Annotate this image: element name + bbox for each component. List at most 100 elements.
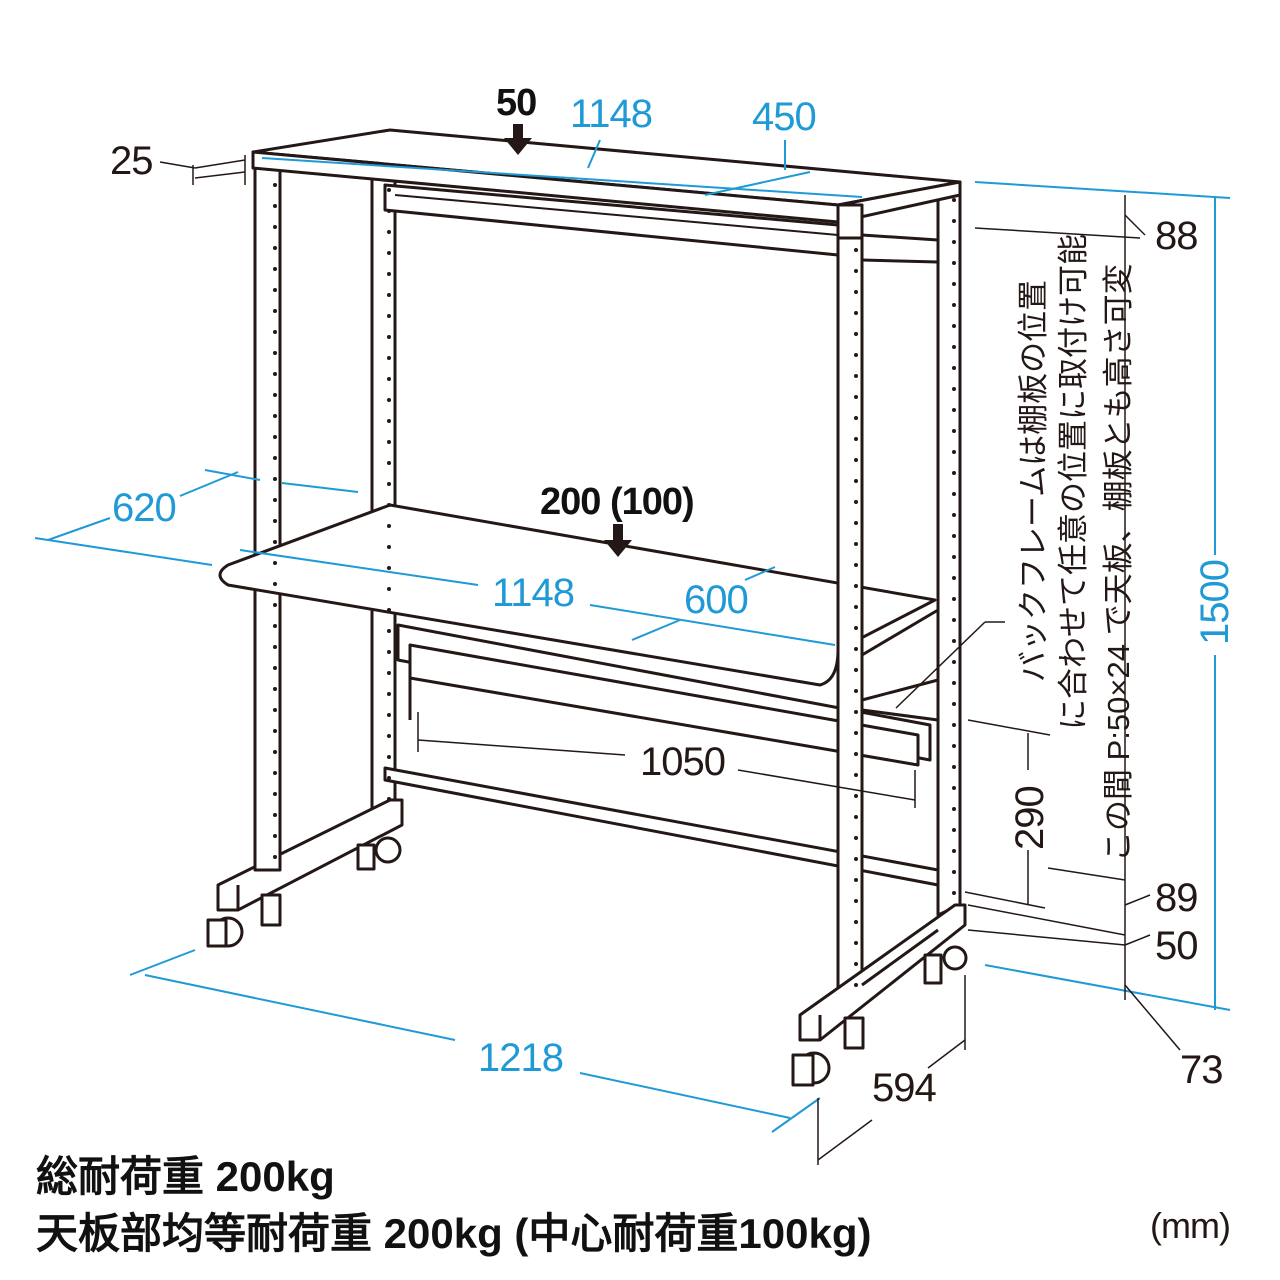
post-hole: [273, 834, 277, 838]
post-hole: [273, 687, 277, 691]
post-hole: [952, 492, 956, 496]
drawer-panel: [408, 643, 920, 767]
post-holes: [273, 183, 956, 987]
post-hole: [387, 188, 391, 192]
lower-73-label: 73: [1180, 1048, 1223, 1092]
post-hole: [952, 576, 956, 580]
post-hole: [387, 398, 391, 402]
post-hole: [952, 240, 956, 244]
post-hole: [854, 332, 858, 336]
post-hole: [952, 786, 956, 790]
top-width-label: 1148: [570, 92, 653, 136]
post-hole: [387, 293, 391, 297]
post-hole: [854, 395, 858, 399]
post-hole: [952, 744, 956, 748]
post-hole: [387, 650, 391, 654]
post-hole: [854, 920, 858, 924]
post-hole: [854, 710, 858, 714]
post-hole: [273, 351, 277, 355]
post-hole: [952, 408, 956, 412]
post-hole: [952, 366, 956, 370]
dimension-lines: [34, 139, 1231, 1133]
post-hole: [387, 419, 391, 423]
top-right-cap: [836, 203, 864, 240]
post-hole: [387, 272, 391, 276]
post-hole: [854, 311, 858, 315]
post-hole: [273, 582, 277, 586]
post-hole: [387, 377, 391, 381]
post-hole: [854, 479, 858, 483]
post-hole: [273, 603, 277, 607]
post-hole: [952, 723, 956, 727]
post-hole: [273, 183, 277, 187]
post-hole: [854, 290, 858, 294]
post-hole: [387, 314, 391, 318]
post-hole: [387, 776, 391, 780]
total-height-label: 1500: [1193, 560, 1237, 645]
post-hole: [952, 534, 956, 538]
post-hole: [952, 219, 956, 223]
post-hole: [387, 629, 391, 633]
post-hole: [952, 303, 956, 307]
post-hole: [952, 261, 956, 265]
post-hole: [854, 752, 858, 756]
post-hole: [273, 267, 277, 271]
post-hole: [273, 435, 277, 439]
post-hole: [952, 828, 956, 832]
post-hole: [387, 230, 391, 234]
post-hole: [854, 500, 858, 504]
lower-89-label: 89: [1155, 876, 1198, 920]
post-hole: [854, 374, 858, 378]
post-hole: [854, 521, 858, 525]
desk-depth-label: 600: [684, 578, 749, 622]
post-hole: [854, 626, 858, 630]
post-hole: [854, 794, 858, 798]
post-hole: [854, 353, 858, 357]
post-hole: [387, 671, 391, 675]
post-hole: [387, 251, 391, 255]
post-hole: [387, 440, 391, 444]
total-width-label: 1218: [478, 1036, 564, 1080]
post-hole: [952, 891, 956, 895]
post-hole: [273, 792, 277, 796]
post-hole: [854, 773, 858, 777]
post-hole: [854, 542, 858, 546]
post-hole: [952, 324, 956, 328]
post-hole: [273, 477, 277, 481]
post-hole: [854, 899, 858, 903]
post-hole: [273, 393, 277, 397]
post-hole: [273, 414, 277, 418]
lower-crossbar: [383, 766, 940, 887]
post-hole: [952, 639, 956, 643]
post-hole: [854, 836, 858, 840]
post-hole: [854, 857, 858, 861]
post-hole: [952, 618, 956, 622]
post-hole: [387, 755, 391, 759]
post-hole: [952, 429, 956, 433]
post-hole: [854, 248, 858, 252]
post-hole: [952, 870, 956, 874]
post-hole: [273, 729, 277, 733]
lower-50-label: 50: [1155, 924, 1198, 968]
post-hole: [387, 209, 391, 213]
post-hole: [387, 503, 391, 507]
post-hole: [854, 983, 858, 987]
post-hole: [273, 519, 277, 523]
unit-label: (mm): [1150, 1205, 1231, 1246]
post-hole: [854, 605, 858, 609]
inner-width-label: 1050: [640, 740, 726, 784]
post-hole: [952, 387, 956, 391]
top-depth-label: 450: [752, 95, 817, 139]
back-frame-height-label: 88: [1155, 214, 1198, 258]
post-hole: [952, 660, 956, 664]
top-thickness-label: 25: [110, 139, 153, 183]
post-hole: [854, 878, 858, 882]
left-front-post: [253, 166, 282, 872]
post-hole: [273, 309, 277, 313]
post-hole: [387, 587, 391, 591]
post-hole: [952, 345, 956, 349]
post-hole: [387, 461, 391, 465]
post-hole: [273, 666, 277, 670]
post-hole: [387, 734, 391, 738]
